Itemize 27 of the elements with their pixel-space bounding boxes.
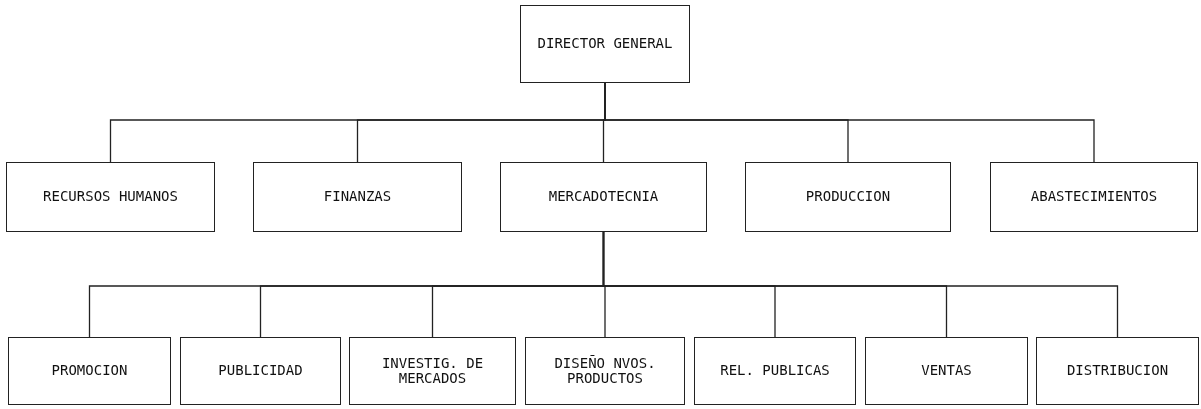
org-box — [180, 337, 341, 405]
box-label: DISTRIBUCION — [1065, 363, 1170, 379]
connector-line — [602, 231, 1119, 338]
box-label: PUBLICIDAD — [217, 363, 304, 379]
box-label: PRODUCCION — [804, 189, 892, 205]
box-label: RECURSOS HUMANOS — [42, 189, 179, 205]
box-label: INVESTIG. DE MERCADOS — [380, 355, 485, 387]
org-box — [694, 337, 856, 405]
box-label: ABASTECIMIENTOS — [1029, 189, 1159, 205]
box-label: REL. PUBLICAS — [719, 363, 831, 379]
org-box — [865, 337, 1028, 405]
box-label: FINANZAS — [322, 189, 393, 205]
org-box — [6, 162, 215, 232]
box-label: VENTAS — [920, 363, 973, 379]
org-box — [500, 162, 707, 232]
box-label: MERCADOTECNIA — [547, 189, 660, 205]
box-label: DISEÑO NVOS. PRODUCTOS — [553, 355, 657, 387]
org-box — [349, 337, 516, 405]
org-box — [253, 162, 462, 232]
org-box — [745, 162, 951, 232]
org-box — [520, 5, 690, 83]
org-box — [1036, 337, 1199, 405]
org-box — [525, 337, 685, 405]
box-label: DIRECTOR GENERAL — [536, 36, 674, 52]
org-box — [990, 162, 1198, 232]
org-box — [8, 337, 171, 405]
box-label: PROMOCION — [50, 363, 129, 379]
